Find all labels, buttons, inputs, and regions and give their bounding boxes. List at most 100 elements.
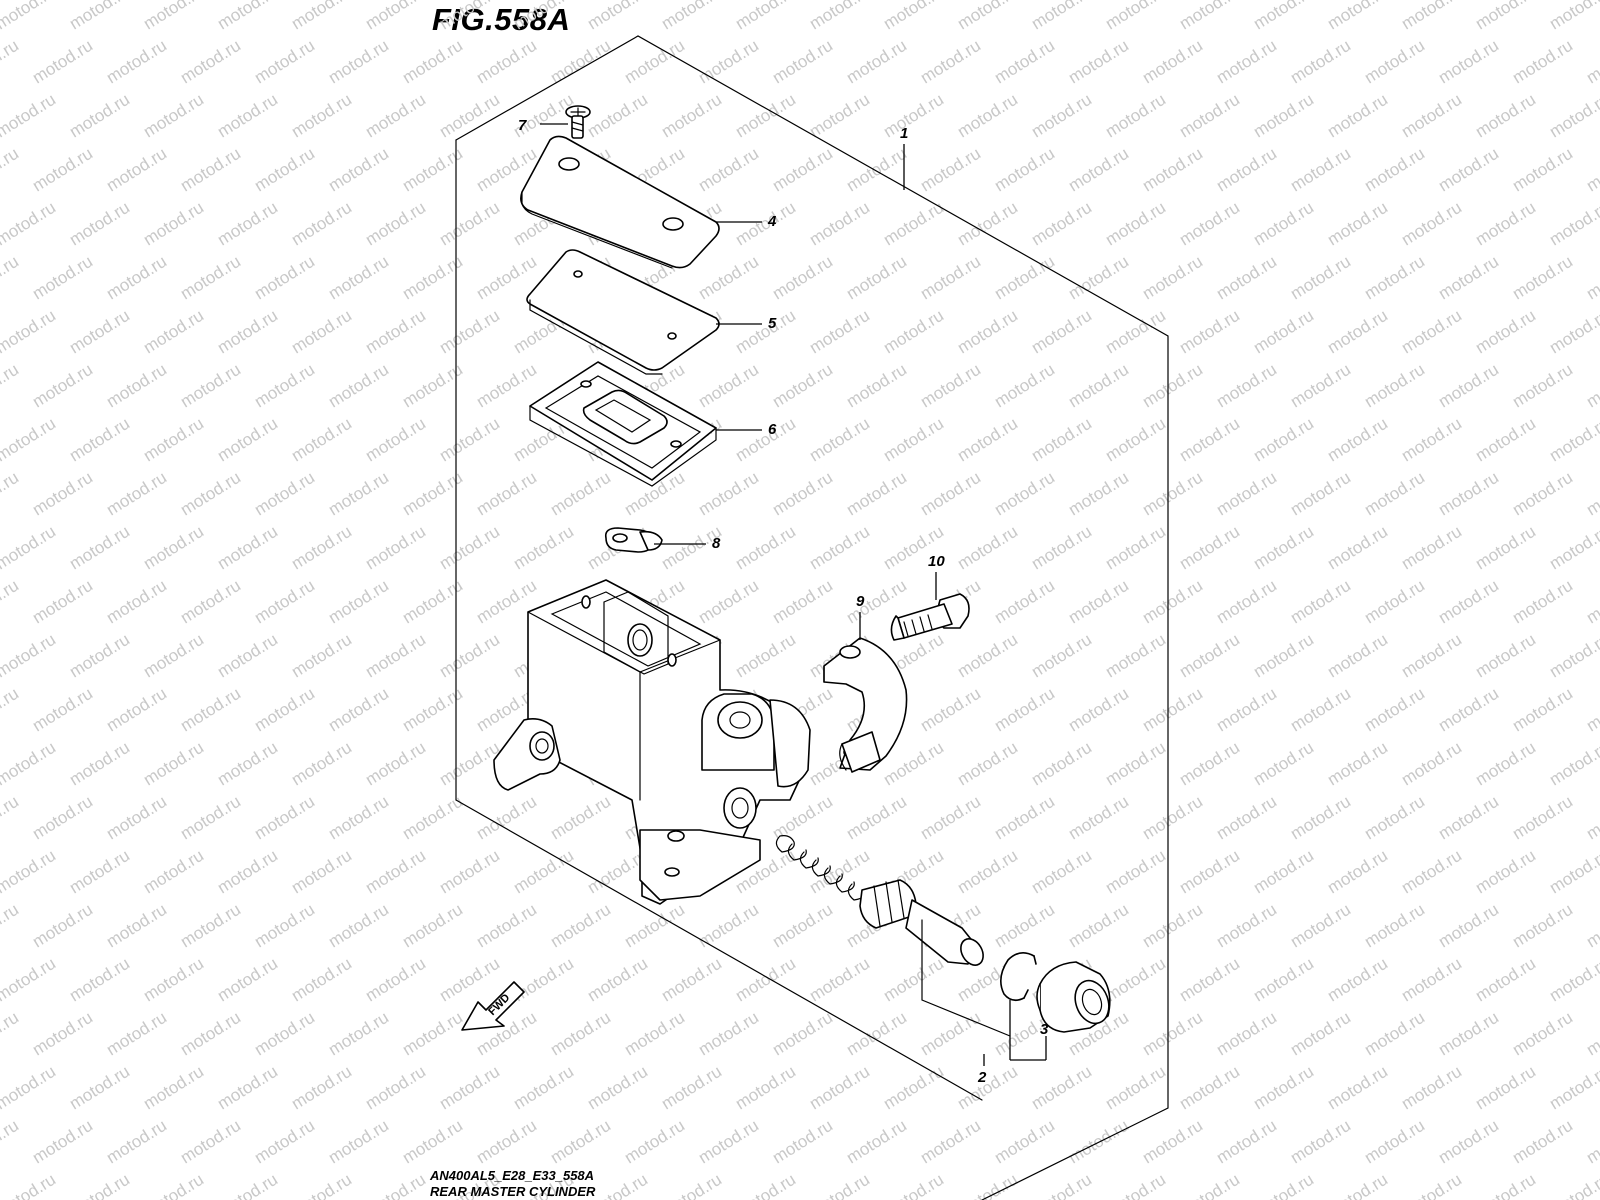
watermark-text: motod.ru bbox=[806, 522, 873, 574]
watermark-text: motod.ru bbox=[1361, 144, 1428, 196]
watermark-text: motod.ru bbox=[1546, 198, 1600, 250]
watermark-text: motod.ru bbox=[288, 0, 355, 33]
watermark-text: motod.ru bbox=[769, 36, 836, 88]
watermark-text: motod.ru bbox=[806, 90, 873, 142]
watermark-text: motod.ru bbox=[695, 468, 762, 520]
watermark-text: motod.ru bbox=[1509, 684, 1576, 736]
watermark-text: motod.ru bbox=[103, 900, 170, 952]
watermark-text: motod.ru bbox=[917, 684, 984, 736]
part-union-cap bbox=[604, 527, 663, 553]
watermark-text: motod.ru bbox=[1287, 360, 1354, 412]
watermark-text: motod.ru bbox=[1102, 846, 1169, 898]
watermark-text: motod.ru bbox=[1139, 144, 1206, 196]
watermark-text: motod.ru bbox=[1213, 468, 1280, 520]
watermark-text: motod.ru bbox=[1509, 900, 1576, 952]
watermark-text: motod.ru bbox=[547, 36, 614, 88]
watermark-text: motod.ru bbox=[0, 414, 59, 466]
watermark-text: motod.ru bbox=[1250, 306, 1317, 358]
watermark-text: motod.ru bbox=[1102, 1170, 1169, 1200]
watermark-text: motod.ru bbox=[1546, 630, 1600, 682]
watermark-text: motod.ru bbox=[732, 630, 799, 682]
leader-lines bbox=[540, 123, 1047, 1066]
watermark-text: motod.ru bbox=[1398, 0, 1465, 33]
watermark-text: motod.ru bbox=[991, 144, 1058, 196]
watermark-text: motod.ru bbox=[843, 1116, 910, 1168]
watermark-text: motod.ru bbox=[29, 468, 96, 520]
watermark-text: motod.ru bbox=[954, 306, 1021, 358]
watermark-text: motod.ru bbox=[325, 252, 392, 304]
watermark-text: motod.ru bbox=[0, 738, 59, 790]
watermark-text: motod.ru bbox=[362, 1170, 429, 1200]
watermark-text: motod.ru bbox=[140, 198, 207, 250]
watermark-text: motod.ru bbox=[362, 954, 429, 1006]
watermark-text: motod.ru bbox=[1435, 36, 1502, 88]
watermark-text: motod.ru bbox=[1139, 1116, 1206, 1168]
watermark-text: motod.ru bbox=[251, 792, 318, 844]
watermark-text: motod.ru bbox=[954, 1170, 1021, 1200]
watermark-text: motod.ru bbox=[1250, 1170, 1317, 1200]
watermark-text: motod.ru bbox=[1213, 576, 1280, 628]
label-ref-7: 7 bbox=[518, 117, 527, 134]
part-diaphragm bbox=[529, 361, 717, 487]
watermark-text: motod.ru bbox=[288, 1062, 355, 1114]
watermark-text: motod.ru bbox=[288, 630, 355, 682]
label-ref-6: 6 bbox=[768, 421, 777, 438]
watermark-text: motod.ru bbox=[917, 1116, 984, 1168]
watermark-text: motod.ru bbox=[1546, 738, 1600, 790]
watermark-text: motod.ru bbox=[29, 576, 96, 628]
watermark-text: motod.ru bbox=[1028, 846, 1095, 898]
watermark-text: motod.ru bbox=[732, 1170, 799, 1200]
watermark-text: motod.ru bbox=[1583, 144, 1600, 196]
watermark-text: motod.ru bbox=[1139, 1008, 1206, 1060]
watermark-text: motod.ru bbox=[954, 630, 1021, 682]
watermark-text: motod.ru bbox=[806, 414, 873, 466]
watermark-text: motod.ru bbox=[399, 36, 466, 88]
watermark-text: motod.ru bbox=[1139, 576, 1206, 628]
watermark-text: motod.ru bbox=[880, 1062, 947, 1114]
watermark-text: motod.ru bbox=[251, 252, 318, 304]
part-labels: 1 2 3 4 5 6 7 8 9 10 bbox=[518, 117, 1049, 1086]
watermark-text: motod.ru bbox=[1028, 522, 1095, 574]
watermark-text: motod.ru bbox=[362, 630, 429, 682]
watermark-text: motod.ru bbox=[103, 252, 170, 304]
watermark-text: motod.ru bbox=[1139, 900, 1206, 952]
watermark-text: motod.ru bbox=[1213, 900, 1280, 952]
watermark-text: motod.ru bbox=[288, 738, 355, 790]
watermark-text: motod.ru bbox=[1472, 306, 1539, 358]
watermark-text: motod.ru bbox=[325, 792, 392, 844]
watermark-text: motod.ru bbox=[732, 306, 799, 358]
watermark-text: motod.ru bbox=[658, 0, 725, 33]
watermark-text: motod.ru bbox=[1583, 252, 1600, 304]
watermark-text: motod.ru bbox=[325, 360, 392, 412]
watermark-text: motod.ru bbox=[140, 414, 207, 466]
watermark-text: motod.ru bbox=[214, 198, 281, 250]
part-screw bbox=[565, 105, 591, 139]
watermark-text: motod.ru bbox=[140, 0, 207, 33]
watermark-text: motod.ru bbox=[1509, 252, 1576, 304]
watermark-text: motod.ru bbox=[658, 1170, 725, 1200]
watermark-text: motod.ru bbox=[1435, 576, 1502, 628]
watermark-text: motod.ru bbox=[769, 360, 836, 412]
watermark-text: motod.ru bbox=[177, 1008, 244, 1060]
watermark-text: motod.ru bbox=[806, 1170, 873, 1200]
watermark-text: motod.ru bbox=[880, 0, 947, 33]
watermark-text: motod.ru bbox=[177, 684, 244, 736]
watermark-text: motod.ru bbox=[140, 630, 207, 682]
watermark-text: motod.ru bbox=[1176, 630, 1243, 682]
assembly-box bbox=[455, 35, 1169, 1200]
watermark-text: motod.ru bbox=[1472, 954, 1539, 1006]
figure-title: FIG.558A bbox=[432, 2, 571, 37]
watermark-text: motod.ru bbox=[991, 576, 1058, 628]
watermark-text: motod.ru bbox=[695, 1008, 762, 1060]
watermark-text: motod.ru bbox=[1472, 1170, 1539, 1200]
watermark-text: motod.ru bbox=[880, 90, 947, 142]
watermark-text: motod.ru bbox=[436, 522, 503, 574]
watermark-text: motod.ru bbox=[732, 0, 799, 33]
watermark-text: motod.ru bbox=[769, 144, 836, 196]
watermark-text: motod.ru bbox=[1102, 90, 1169, 142]
watermark-text: motod.ru bbox=[251, 360, 318, 412]
watermark-text: motod.ru bbox=[140, 846, 207, 898]
watermark-text: motod.ru bbox=[0, 360, 22, 412]
watermark-text: motod.ru bbox=[1509, 36, 1576, 88]
watermark-text: motod.ru bbox=[1287, 900, 1354, 952]
